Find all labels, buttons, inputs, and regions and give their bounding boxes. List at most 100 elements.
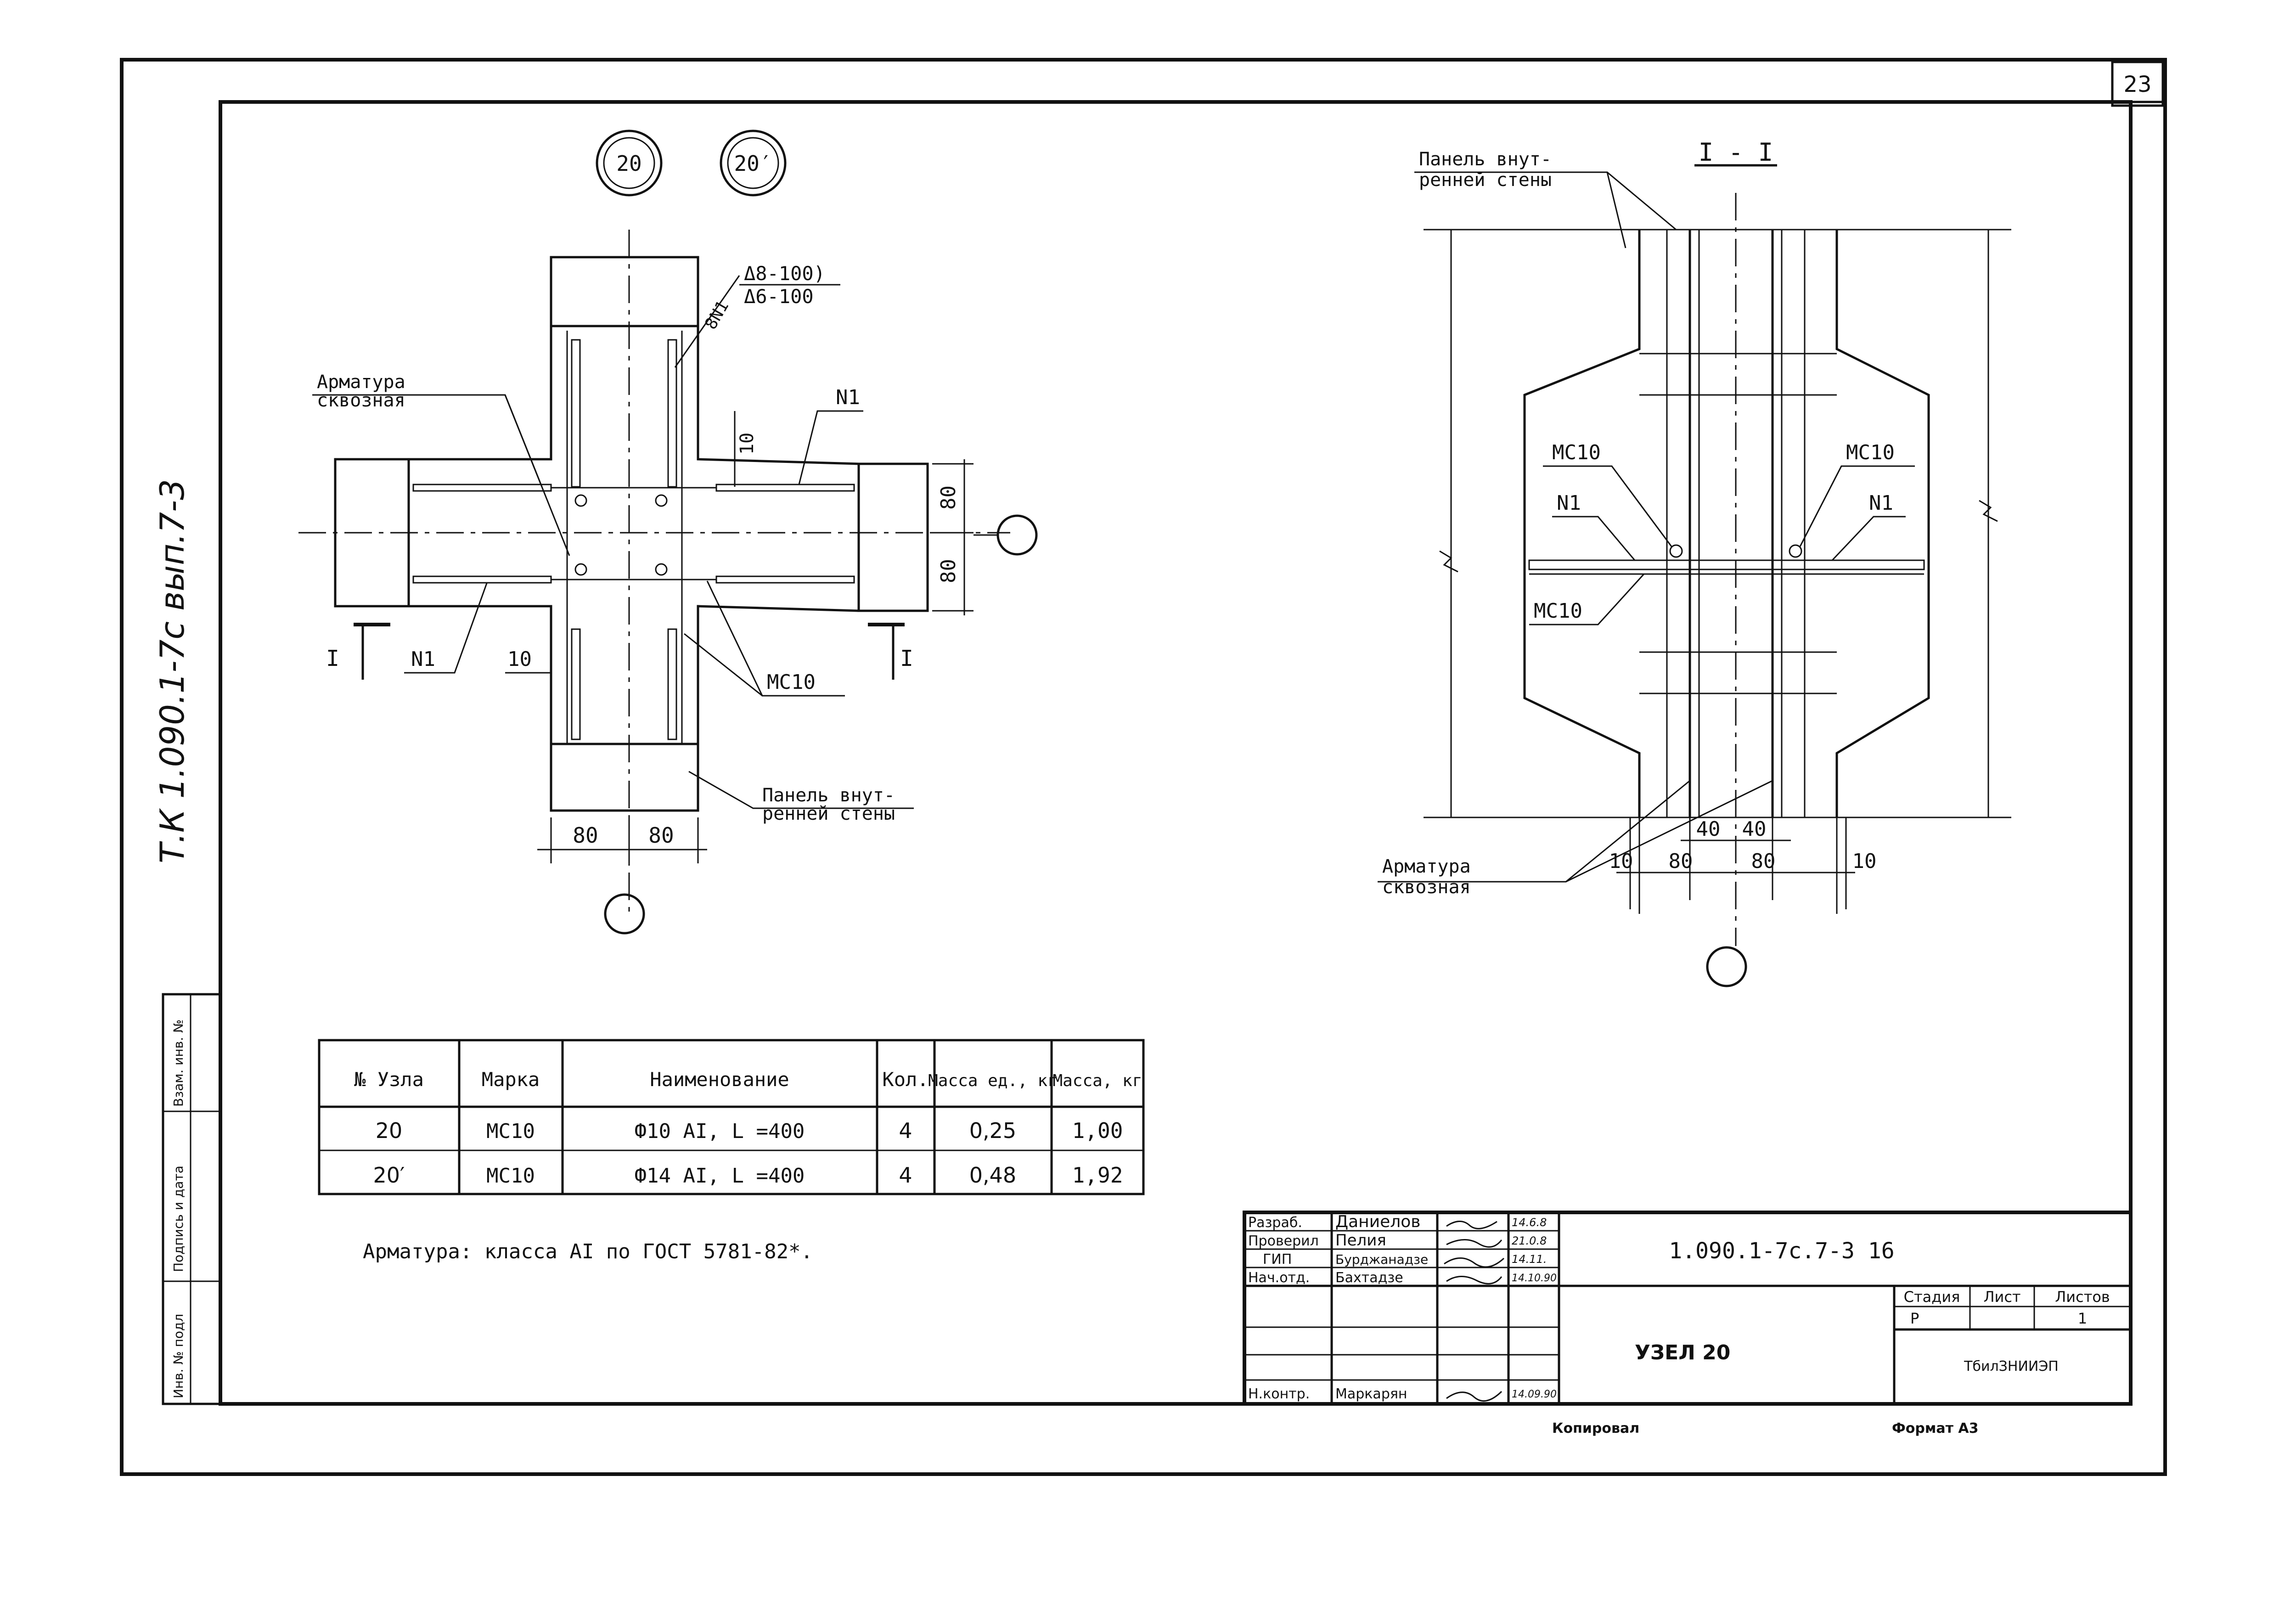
spec-table: № Узла Марка Наименование Кол. Масса ед.… — [318, 1039, 1145, 1195]
table-row: 20′ МС10 Ф14 АI, L =400 4 0,48 1,92 — [373, 1163, 1123, 1188]
tb-stage-value: Р — [1910, 1310, 1919, 1327]
th-node: № Узла — [354, 1068, 424, 1091]
section-mc10-left: МС10 — [1552, 441, 1601, 464]
th-qty: Кол. — [882, 1068, 929, 1091]
bottom-panel-hatch — [550, 743, 699, 812]
plan-dim-80-b1: 80 — [573, 823, 598, 848]
signature-1 — [1446, 1239, 1503, 1248]
signature-2 — [1444, 1257, 1505, 1268]
section-mc10-right: МС10 — [1846, 441, 1895, 464]
svg-text:0,48: 0,48 — [969, 1163, 1016, 1188]
section-dim-80b: 80 — [1751, 850, 1776, 873]
format-label: Формат А3 — [1892, 1420, 1979, 1436]
plan-section-right: I — [900, 646, 913, 671]
section-dim-40a: 40 — [1696, 817, 1721, 841]
plan-mark-8n1: 8N1 — [701, 298, 732, 333]
svg-text:4: 4 — [899, 1118, 912, 1143]
plan-axis-bubble-bottom — [604, 893, 645, 935]
svg-text:Ф10 АI, L =400: Ф10 АI, L =400 — [635, 1120, 805, 1143]
tb-name-2: Бурджанадзе — [1335, 1252, 1428, 1267]
tb-sheet-header: Лист — [1983, 1288, 2020, 1306]
th-name: Наименование — [650, 1068, 789, 1091]
plan-mc10: МС10 — [767, 670, 816, 694]
tb-sheets-value: 1 — [2078, 1310, 2087, 1327]
signature-4 — [1446, 1391, 1503, 1402]
svg-text:1,00: 1,00 — [1072, 1118, 1123, 1143]
th-mass: Масса, кг — [1052, 1071, 1142, 1090]
signature-0 — [1446, 1221, 1497, 1229]
section-dim-10b: 10 — [1852, 850, 1877, 873]
section-dim-40b: 40 — [1742, 817, 1767, 841]
plan-dim-10-top: 10 — [737, 433, 758, 455]
top-panel-hatch — [550, 256, 699, 327]
plan-axis-bubble-right — [996, 514, 1038, 556]
tb-title: УЗЕЛ 20 — [1635, 1341, 1730, 1364]
svg-text:4: 4 — [899, 1163, 912, 1188]
plan-armatura-l1: Арматура — [317, 372, 405, 393]
stamp-podpis: Подпись и дата — [171, 1166, 186, 1272]
plan-callout-20: 20 — [616, 151, 642, 176]
section-dim-80a: 80 — [1669, 850, 1693, 873]
tb-doc-code: 1.090.1-7с.7-3 16 — [1669, 1238, 1894, 1264]
steel-note: Арматура: класса АI по ГОСТ 5781-82*. — [363, 1240, 813, 1263]
tb-org: ТбилЗНИИЭП — [1964, 1358, 2059, 1374]
section-title: I - I — [1699, 138, 1773, 167]
tb-name-3: Бахтадзе — [1335, 1270, 1403, 1286]
tb-date-4: 14.09.90 — [1512, 1389, 1557, 1400]
svg-text:20′: 20′ — [373, 1163, 405, 1188]
section-dim-10a: 10 — [1609, 850, 1633, 873]
plan-dim-80-r2: 80 — [937, 559, 960, 583]
section-arm-l1: Арматура — [1382, 856, 1471, 877]
plan-panel-l1: Панель внут- — [762, 785, 895, 806]
left-stamp-strip: Инв. № подл Подпись и дата Взам. инв. № — [162, 993, 222, 1405]
plan-dim-10-bottom: 10 — [507, 648, 532, 671]
svg-text:МС10: МС10 — [486, 1164, 535, 1188]
sheet-number: 23 — [2123, 72, 2151, 97]
section-n1-left: N1 — [1557, 491, 1581, 515]
stamp-inv-podl: Инв. № подл — [171, 1314, 186, 1398]
plan-n1-left: N1 — [411, 648, 435, 671]
section-n1-right: N1 — [1869, 491, 1893, 515]
plan-rebar-note-2: Δ6-100 — [744, 285, 814, 308]
tb-name-1: Пелия — [1335, 1231, 1386, 1250]
plan-view: 20 20′ Армату — [298, 130, 1038, 935]
plan-callout-20prime: 20′ — [734, 151, 772, 176]
svg-text:Ф14 АI, L =400: Ф14 АI, L =400 — [635, 1164, 805, 1188]
copied-label: Копировал — [1552, 1420, 1639, 1436]
sheet-number-box: 23 — [2111, 61, 2164, 107]
plan-section-left: I — [326, 646, 339, 671]
tb-date-2: 14.11. — [1512, 1253, 1547, 1266]
section-panel-l2: ренней стены — [1419, 169, 1552, 191]
section-mc10-lower: МС10 — [1534, 599, 1582, 623]
svg-text:20: 20 — [376, 1118, 403, 1143]
svg-text:МС10: МС10 — [486, 1120, 535, 1143]
tb-date-3: 14.10.90 — [1512, 1273, 1557, 1284]
tb-name-4: Маркарян — [1335, 1386, 1407, 1402]
tb-role-3: Нач.отд. — [1248, 1270, 1310, 1286]
svg-text:0,25: 0,25 — [969, 1118, 1016, 1143]
plan-panel-l2: ренней стены — [762, 803, 895, 824]
signature-3 — [1446, 1276, 1503, 1284]
plan-armatura-l2: сквозная — [317, 390, 405, 411]
section-view: I - I Панель внут- ренней стены МС10 — [1378, 138, 2011, 987]
plan-dim-80-r1: 80 — [937, 485, 960, 510]
section-axis-bubble — [1706, 946, 1747, 987]
tb-name-0: Даниелов — [1335, 1212, 1421, 1231]
tb-role-1: Проверил — [1248, 1233, 1319, 1249]
tb-role-2: ГИП — [1263, 1251, 1292, 1267]
th-unit-mass: Масса ед., кг — [928, 1071, 1058, 1090]
title-block: Разраб. Проверил ГИП Нач.отд. Н.контр. Д… — [1243, 1211, 2133, 1406]
tb-date-1: 21.0.8 — [1512, 1234, 1547, 1247]
th-mark: Марка — [482, 1068, 540, 1091]
side-label: Т.К 1.090.1-7с вып.7-3 — [153, 479, 191, 863]
tb-role-0: Разраб. — [1248, 1215, 1302, 1231]
sheet-frame — [120, 58, 2167, 1476]
stamp-vzam: Взам. инв. № — [171, 1020, 186, 1107]
tb-role-4: Н.контр. — [1248, 1386, 1310, 1402]
plan-n1-right: N1 — [836, 386, 860, 409]
table-row: 20 МС10 Ф10 АI, L =400 4 0,25 1,00 — [376, 1118, 1123, 1143]
tb-sheets-header: Листов — [2055, 1288, 2110, 1306]
section-panel-l1: Панель внут- — [1419, 149, 1552, 170]
plan-dim-80-b2: 80 — [648, 823, 674, 848]
